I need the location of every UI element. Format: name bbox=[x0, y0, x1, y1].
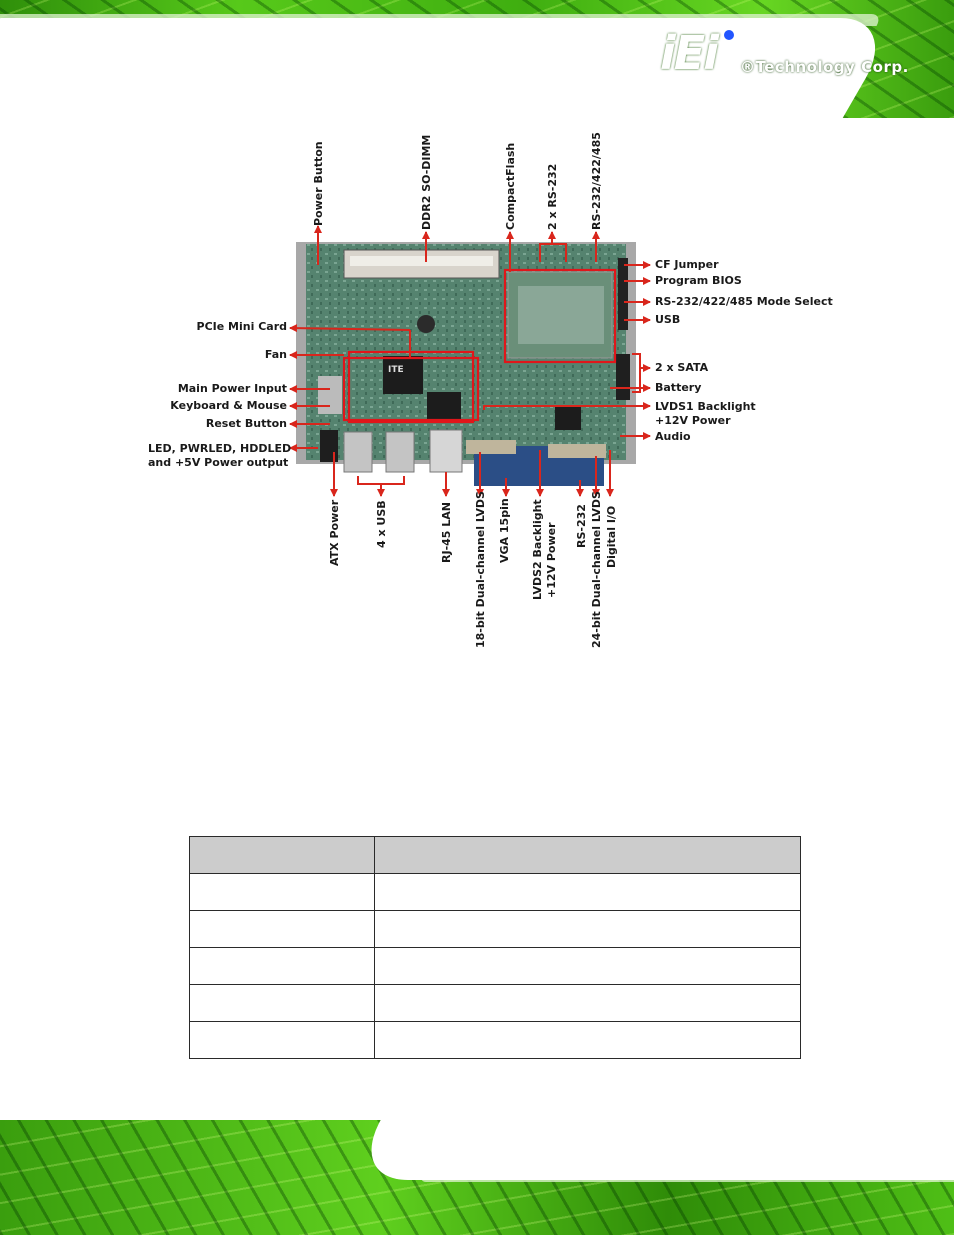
board-drawing: ITE bbox=[289, 225, 651, 497]
label-rj45-lan: RJ-45 LAN bbox=[440, 502, 453, 563]
footer-white-area bbox=[337, 1120, 954, 1180]
table-cell bbox=[374, 947, 801, 985]
table-cell bbox=[189, 910, 375, 948]
label-led-outputs: LED, PWRLED, HDDLED bbox=[148, 442, 292, 455]
table-cell bbox=[374, 984, 801, 1022]
page-header: iEi ®Technology Corp. bbox=[0, 0, 954, 118]
label-main-power-input: Main Power Input bbox=[177, 382, 287, 395]
table-row bbox=[189, 873, 801, 911]
atx-power-connector bbox=[320, 430, 338, 462]
info-table bbox=[189, 836, 801, 1059]
label-rs-mode-select: RS-232/422/485 Mode Select bbox=[655, 295, 833, 308]
table-row bbox=[189, 910, 801, 948]
battery-cell bbox=[417, 315, 435, 333]
table-cell bbox=[374, 1021, 801, 1059]
label-compactflash: CompactFlash bbox=[504, 142, 517, 230]
label-rs232: RS-232 bbox=[575, 504, 588, 548]
rj45-port bbox=[429, 429, 463, 473]
label-keyboard-mouse: Keyboard & Mouse bbox=[170, 399, 287, 412]
label-fan: Fan bbox=[264, 348, 287, 361]
logo-dot-icon bbox=[722, 28, 736, 42]
label-power-button: Power Button bbox=[312, 141, 325, 226]
cf-highlight bbox=[503, 268, 617, 364]
table-header-cell bbox=[374, 836, 801, 874]
label-lvds2-backlight: LVDS2 Backlight bbox=[531, 499, 544, 600]
so-dimm-label bbox=[350, 256, 493, 266]
page-footer bbox=[0, 1120, 954, 1235]
label-cf-jumper: CF Jumper bbox=[655, 258, 719, 271]
label-usb: USB bbox=[655, 313, 681, 326]
table-cell bbox=[374, 873, 801, 911]
table-header-cell bbox=[189, 836, 375, 874]
sata-connectors bbox=[616, 354, 630, 400]
label-vga-15pin: VGA 15pin bbox=[498, 498, 511, 563]
label-lvds2-power: +12V Power bbox=[545, 522, 558, 598]
usb-port-1 bbox=[343, 431, 373, 473]
label-reset-button: Reset Button bbox=[205, 417, 287, 430]
right-headers bbox=[618, 258, 628, 330]
cf-board bbox=[518, 286, 604, 344]
kb-mouse-port bbox=[318, 376, 342, 414]
chip-2 bbox=[427, 392, 461, 422]
logo-text: ®Technology Corp. bbox=[740, 58, 909, 76]
usb-port-2 bbox=[385, 431, 415, 473]
label-led-power-output: and +5V Power output bbox=[148, 456, 289, 469]
table-row bbox=[189, 1021, 801, 1059]
lvds-18-connector bbox=[466, 440, 516, 454]
table-cell bbox=[189, 984, 375, 1022]
iei-logo: iEi ®Technology Corp. bbox=[660, 26, 940, 86]
label-pcie-mini-card: PCIe Mini Card bbox=[196, 320, 287, 333]
label-lvds1-backlight: LVDS1 Backlight bbox=[655, 400, 756, 413]
table-cell bbox=[189, 947, 375, 985]
label-atx-power: ATX Power bbox=[328, 499, 341, 566]
chip-ite-text: ITE bbox=[388, 365, 404, 375]
chip-3 bbox=[555, 406, 581, 430]
label-program-bios: Program BIOS bbox=[655, 274, 742, 287]
label-2x-rs232: 2 x RS-232 bbox=[546, 163, 559, 230]
label-18bit-lvds: 18-bit Dual-channel LVDS bbox=[474, 491, 487, 648]
label-24bit-lvds: 24-bit Dual-channel LVDS bbox=[590, 491, 603, 648]
label-rs232-422-485: RS-232/422/485 bbox=[590, 132, 603, 230]
table-cell bbox=[189, 1021, 375, 1059]
label-4x-usb: 4 x USB bbox=[375, 500, 388, 548]
label-lvds1-power: +12V Power bbox=[655, 414, 731, 427]
table-row bbox=[189, 947, 801, 985]
table-header-row bbox=[189, 836, 801, 874]
label-ddr2-so-dimm: DDR2 SO-DIMM bbox=[420, 134, 433, 230]
chip-ite bbox=[383, 356, 423, 394]
callout-arrows bbox=[289, 225, 651, 497]
motherboard-image: ITE bbox=[296, 242, 636, 486]
label-2x-sata: 2 x SATA bbox=[655, 361, 709, 374]
table-cell bbox=[189, 873, 375, 911]
label-digital-io: Digital I/O bbox=[605, 505, 618, 568]
board-layout-diagram: ITE bbox=[148, 132, 833, 648]
table-row bbox=[189, 984, 801, 1022]
table-cell bbox=[374, 910, 801, 948]
label-audio: Audio bbox=[655, 430, 691, 443]
lvds-24-connector bbox=[548, 444, 606, 458]
logo-mark: iEi bbox=[660, 26, 719, 80]
label-battery: Battery bbox=[655, 381, 702, 394]
